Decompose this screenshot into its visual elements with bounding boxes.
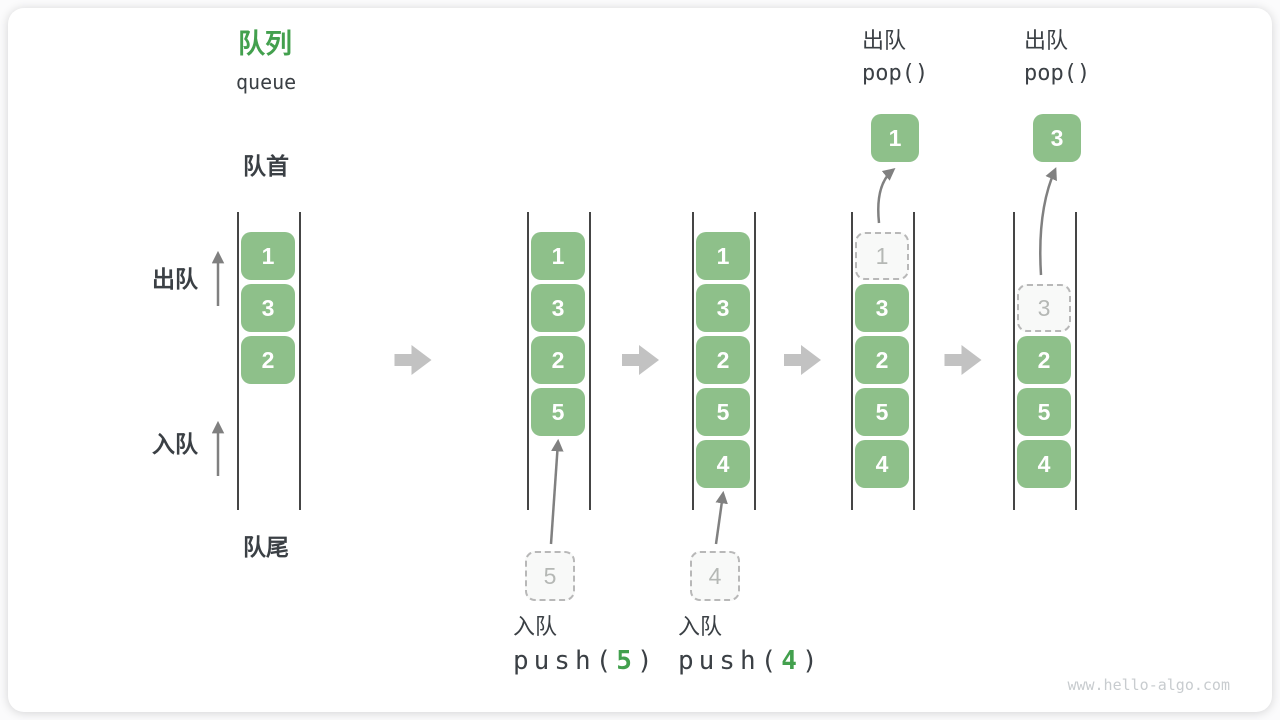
- watermark: www.hello-algo.com: [1067, 676, 1230, 694]
- enqueue-code-label: push(4): [678, 648, 823, 674]
- queue-item-box: 4: [855, 440, 909, 488]
- queue-wall: [851, 212, 853, 510]
- queue-item-box: 5: [1017, 388, 1071, 436]
- queue-item-box: 4: [1017, 440, 1071, 488]
- diagram-card: [8, 8, 1272, 712]
- enqueue-label: 入队: [513, 614, 558, 639]
- enqueue-code-post: ): [636, 646, 658, 676]
- queue-wall: [527, 212, 529, 510]
- queue-item-box: 1: [241, 232, 295, 280]
- enqueue-code-arg: 5: [616, 646, 637, 676]
- dequeue-label: 出队: [862, 28, 907, 53]
- queue-item-box: 2: [1017, 336, 1071, 384]
- queue-item-box: 4: [696, 440, 750, 488]
- queue-item-box: 1: [531, 232, 585, 280]
- enqueue-direction-label: 入队: [152, 431, 198, 457]
- queue-item-ghost-box: 1: [855, 232, 909, 280]
- queue-item-box: 5: [855, 388, 909, 436]
- queue-wall: [1075, 212, 1077, 510]
- queue-rear-label: 队尾: [243, 534, 289, 560]
- page-subtitle: queue: [236, 70, 297, 94]
- queue-wall: [589, 212, 591, 510]
- queue-item-ghost-box: 3: [1017, 284, 1071, 332]
- dequeue-code-label: pop(): [862, 61, 929, 86]
- queue-item-box: 3: [531, 284, 585, 332]
- enqueue-code-arg: 4: [781, 646, 802, 676]
- queue-item-box: 5: [531, 388, 585, 436]
- queue-wall: [299, 212, 301, 510]
- queue-item-box: 5: [696, 388, 750, 436]
- queue-item-box: 2: [241, 336, 295, 384]
- queue-item-box: 2: [531, 336, 585, 384]
- dequeue-label: 出队: [1024, 28, 1069, 53]
- dequeue-code-label: pop(): [1024, 61, 1091, 86]
- queue-item-box: 3: [241, 284, 295, 332]
- queue-wall: [754, 212, 756, 510]
- queue-wall: [237, 212, 239, 510]
- enqueue-label: 入队: [678, 614, 723, 639]
- queue-item-box: 1: [696, 232, 750, 280]
- enqueue-code-pre: push(: [513, 646, 617, 676]
- queue-item-box: 2: [696, 336, 750, 384]
- queue-wall: [692, 212, 694, 510]
- staged-item-box: 5: [525, 551, 575, 601]
- queue-wall: [1013, 212, 1015, 510]
- enqueue-code-post: ): [801, 646, 823, 676]
- queue-front-label: 队首: [243, 153, 289, 179]
- page-title: 队列: [238, 29, 292, 59]
- dequeue-direction-label: 出队: [152, 266, 198, 292]
- queue-item-box: 3: [855, 284, 909, 332]
- queue-wall: [913, 212, 915, 510]
- enqueue-code-pre: push(: [678, 646, 782, 676]
- queue-item-box: 3: [696, 284, 750, 332]
- staged-item-box: 4: [690, 551, 740, 601]
- popped-item-box: 3: [1033, 114, 1081, 162]
- queue-item-box: 2: [855, 336, 909, 384]
- enqueue-code-label: push(5): [513, 648, 658, 674]
- popped-item-box: 1: [871, 114, 919, 162]
